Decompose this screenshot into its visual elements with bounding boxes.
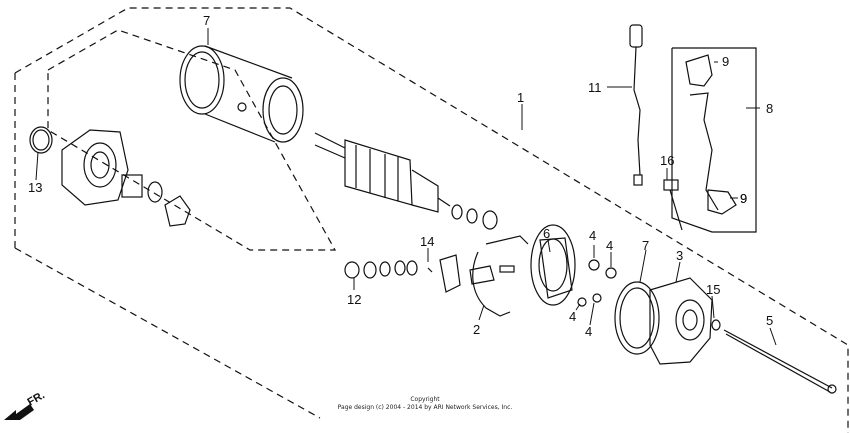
callout-15: 15	[706, 282, 720, 297]
callout-4a: 4	[589, 228, 596, 243]
callout-16: 16	[660, 153, 674, 168]
front-direction-arrow: FR.	[4, 390, 47, 420]
callout-9b: 9	[740, 191, 747, 206]
cable-8	[689, 92, 719, 211]
brush-holder-2	[469, 235, 529, 317]
callout-3: 3	[676, 248, 683, 263]
callout-4d: 4	[585, 324, 592, 339]
brush-plate-6	[530, 224, 576, 306]
callout-9: 9	[740, 191, 747, 206]
leader-lines	[35, 28, 777, 346]
nut-4c	[577, 297, 587, 307]
seal-7	[614, 281, 660, 355]
terminal-cap-10	[685, 54, 713, 87]
rear-cover-3	[649, 277, 721, 365]
footer-design-notice: Page design (c) 2004 - 2014 by ARI Netwo…	[337, 404, 513, 411]
terminal-9	[707, 189, 737, 215]
assembly-outline	[14, 7, 849, 433]
through-bolt-5	[723, 329, 833, 389]
callout-1: 1	[517, 90, 524, 105]
callout-13: 13	[28, 180, 42, 195]
nut-4b	[605, 267, 617, 279]
bolt-16	[669, 189, 683, 231]
callout-7-top: 7	[203, 13, 210, 28]
callout-6: 6	[543, 226, 550, 241]
callout-8: 8	[766, 101, 773, 116]
callout-2: 2	[473, 322, 480, 337]
callout-4b: 4	[606, 238, 613, 253]
callout-14: 14	[420, 234, 434, 249]
armature	[314, 132, 498, 230]
callout-4c: 4	[569, 309, 576, 324]
nut-4a	[588, 259, 600, 271]
arrow-icon	[4, 404, 34, 420]
callout-10: 9	[722, 54, 729, 69]
callout-11: 11	[588, 80, 602, 95]
callout-12: 12	[347, 292, 361, 307]
cable-11	[629, 24, 643, 186]
yoke-cylinder	[179, 45, 304, 143]
o-ring-13	[29, 126, 53, 154]
front-cover	[61, 129, 191, 227]
callout-5: 5	[766, 313, 773, 328]
footer-copyright: Copyright	[410, 396, 440, 403]
washer-stack-12	[344, 260, 418, 279]
callout-numbers: 7 1 11 9 8 16 9 9 13 6 14 12 2 4 4 4 4 7…	[28, 13, 773, 339]
nut-4d	[592, 293, 602, 303]
part-14-bracket	[439, 254, 461, 293]
inner-outline	[47, 29, 337, 251]
callout-7-bottom: 7	[642, 238, 649, 253]
